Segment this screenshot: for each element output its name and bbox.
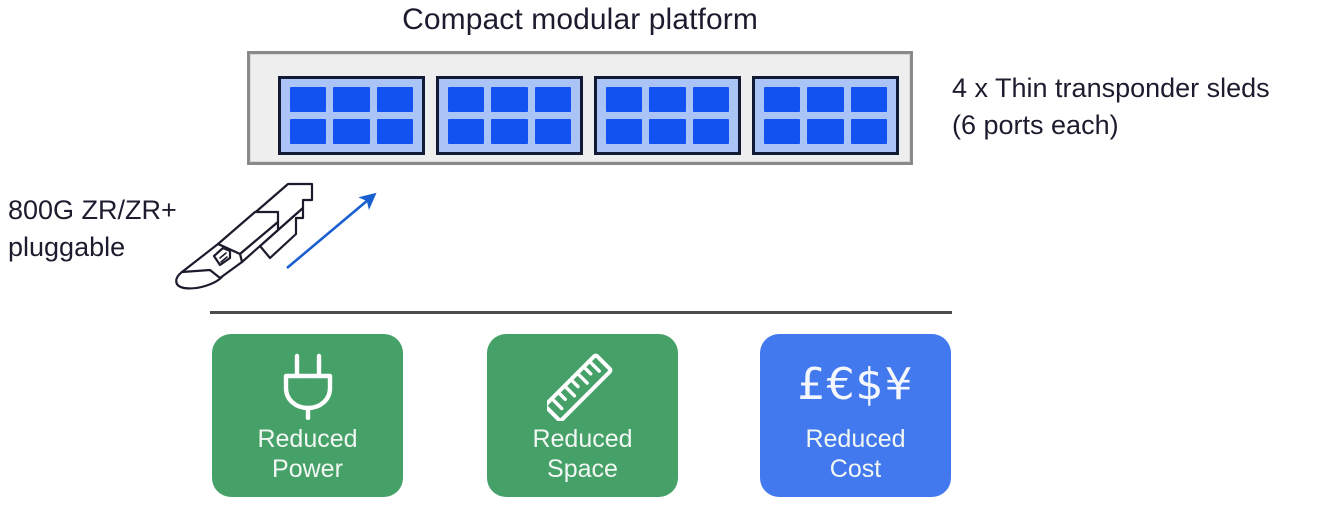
port <box>376 119 413 144</box>
section-divider <box>210 311 952 314</box>
benefit-card-cost-label: Reduced Cost <box>805 424 905 484</box>
benefit-card-power[interactable]: Reduced Power <box>212 334 403 497</box>
port <box>850 87 887 112</box>
port <box>649 119 686 144</box>
port <box>850 119 887 144</box>
port <box>807 87 844 112</box>
pluggable-annotation-line2: pluggable <box>8 232 126 262</box>
transponder-sled <box>436 76 583 155</box>
benefit-label-line2: Space <box>547 455 618 483</box>
port <box>649 87 686 112</box>
insertion-arrow-icon <box>286 192 377 269</box>
benefit-label-line1: Reduced <box>257 425 358 453</box>
benefit-label-line1: Reduced <box>532 425 633 453</box>
port <box>606 87 643 112</box>
chassis-inner-frame <box>250 54 910 162</box>
benefit-card-power-label: Reduced Power <box>257 424 357 484</box>
pluggable-module-graphic <box>160 172 385 292</box>
port <box>764 119 801 144</box>
port <box>333 119 370 144</box>
port <box>491 87 528 112</box>
port <box>534 119 571 144</box>
transponder-sled <box>752 76 899 155</box>
benefit-card-space-label: Reduced Space <box>532 424 632 484</box>
pluggable-annotation: 800G ZR/ZR+ pluggable <box>8 192 208 266</box>
port <box>448 119 485 144</box>
page-title: Compact modular platform <box>402 3 758 36</box>
port <box>333 87 370 112</box>
port <box>376 87 413 112</box>
port <box>807 119 844 144</box>
benefit-label-line2: Cost <box>829 455 882 483</box>
chassis-graphic <box>247 51 913 165</box>
port <box>491 119 528 144</box>
port <box>764 87 801 112</box>
pluggable-annotation-line1: 800G ZR/ZR+ <box>8 195 177 225</box>
sleds-annotation-line2: (6 ports each) <box>952 110 1119 140</box>
benefit-label-line1: Reduced <box>805 425 906 453</box>
port <box>290 119 327 144</box>
port <box>692 119 729 144</box>
pluggable-module-icon <box>175 182 314 290</box>
benefit-card-space[interactable]: Reduced Space <box>487 334 678 497</box>
port <box>290 87 327 112</box>
currency-symbols-icon: £€$¥ <box>798 346 914 424</box>
sleds-annotation: 4 x Thin transponder sleds (6 ports each… <box>952 70 1333 144</box>
port <box>692 87 729 112</box>
transponder-sled <box>278 76 425 155</box>
benefit-label-line2: Power <box>272 455 343 483</box>
power-plug-icon <box>277 346 339 424</box>
port <box>606 119 643 144</box>
port <box>448 87 485 112</box>
benefit-card-cost[interactable]: £€$¥ Reduced Cost <box>760 334 951 497</box>
port <box>534 87 571 112</box>
sleds-annotation-line1: 4 x Thin transponder sleds <box>952 73 1270 103</box>
currency-glyphs: £€$¥ <box>797 359 914 410</box>
transponder-sled <box>594 76 741 155</box>
ruler-icon <box>546 346 619 424</box>
